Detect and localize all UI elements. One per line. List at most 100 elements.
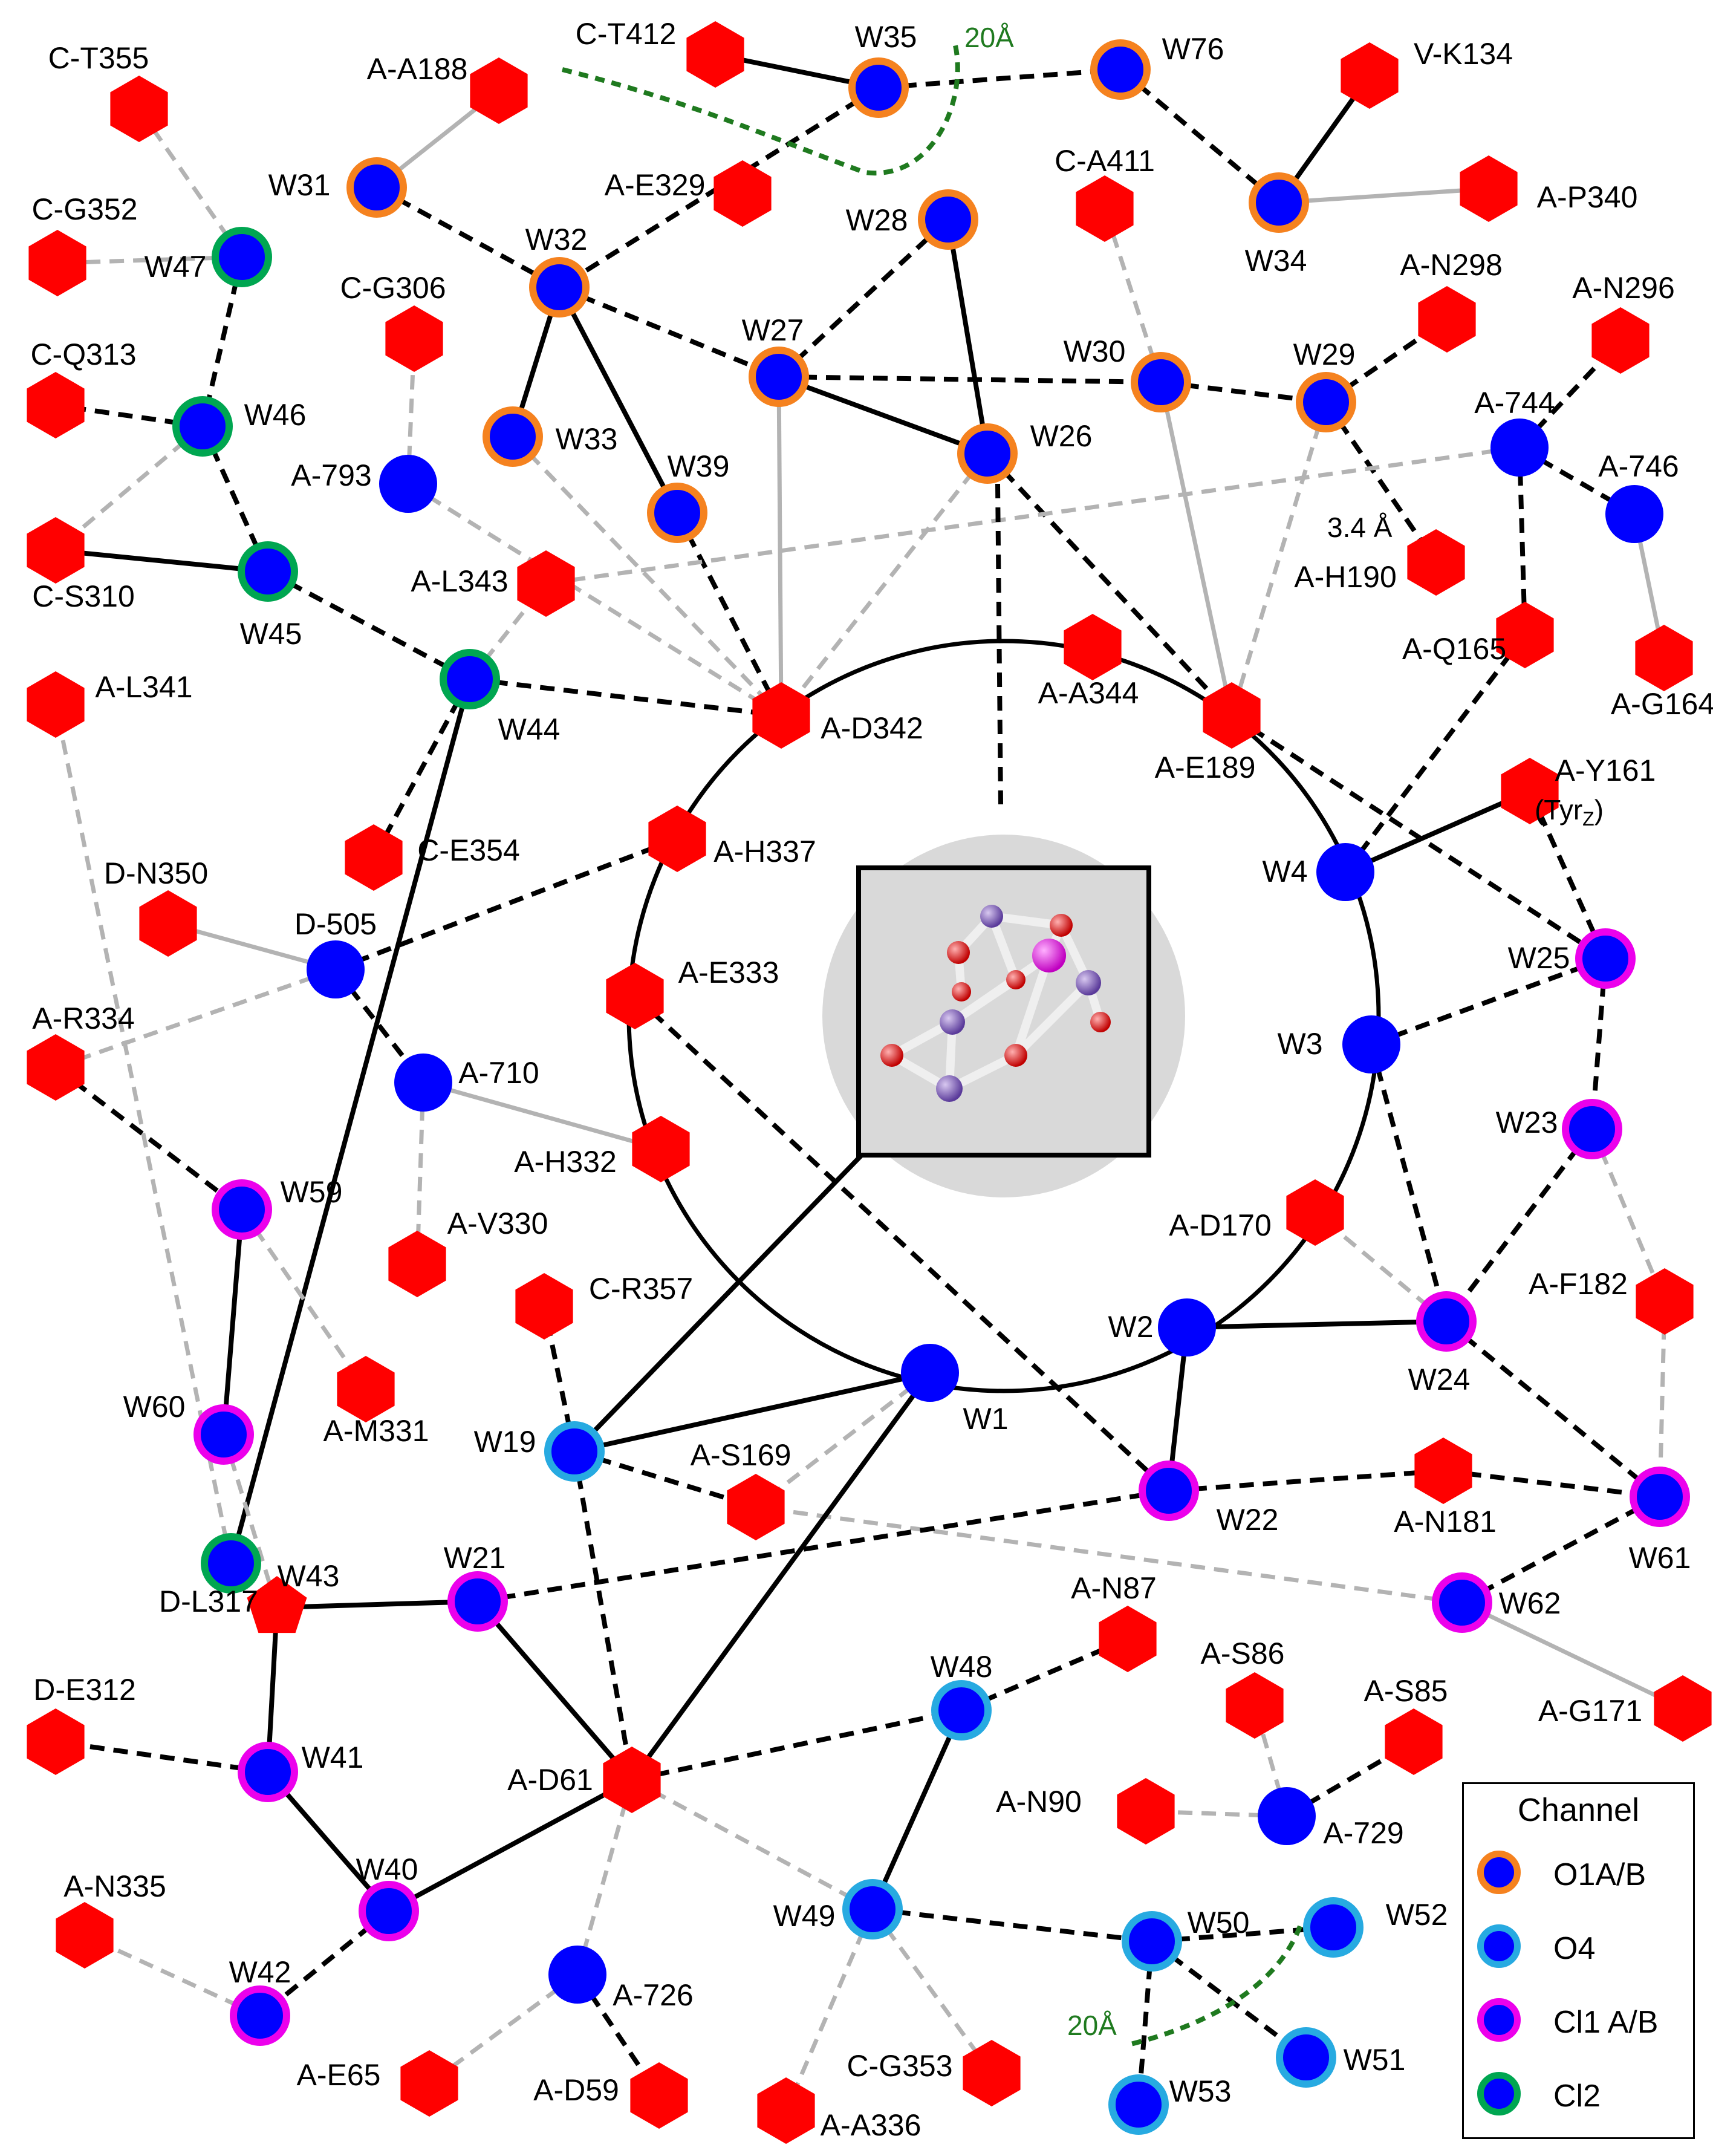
node-label-w21: W21: [444, 1541, 506, 1575]
connection-w28-w26: [946, 219, 990, 454]
residue-c-g352: [28, 230, 86, 296]
node-label-a-726: A-726: [613, 1978, 693, 2012]
node-label-w76: W76: [1162, 32, 1224, 66]
connection-w32-w39: [557, 286, 680, 514]
node-label-c-t355: C-T355: [48, 41, 149, 75]
water-w52: [1303, 1897, 1364, 1958]
residue-a-h190: [1407, 529, 1465, 596]
water-w25: [1575, 928, 1636, 989]
water-a-710: [394, 1054, 452, 1112]
connection-a-d61-w48: [631, 1708, 962, 1782]
residue-a-v330: [388, 1231, 446, 1297]
node-label-a-d342: A-D342: [821, 711, 923, 745]
node-label-w35: W35: [855, 20, 917, 54]
legend-label: O4: [1553, 1931, 1596, 1966]
connection-w62-a-g171: [1461, 1600, 1684, 1711]
water-w28: [918, 189, 978, 250]
node-label-w25: W25: [1508, 941, 1570, 975]
water-w41: [238, 1742, 298, 1802]
connection-w27-a-d342: [776, 376, 784, 716]
node-label-c-r357: C-R357: [589, 1272, 693, 1306]
connection-w76-w34: [1119, 67, 1281, 205]
node-label-d-l317: D-L317: [159, 1584, 258, 1618]
o-atom: [947, 941, 970, 964]
water-w29: [1296, 372, 1356, 432]
residue-a-p340: [1460, 155, 1518, 222]
water-a-729: [1258, 1787, 1316, 1845]
connection-w44-c-e354: [371, 678, 472, 859]
node-label-w34: W34: [1245, 244, 1307, 278]
residue-a-n335: [56, 1902, 114, 1969]
o-atom: [1006, 970, 1026, 989]
connection-w35-w32: [557, 85, 880, 290]
residue-a-d59: [630, 2062, 688, 2129]
connection-w59-a-m331: [240, 1208, 368, 1390]
node-label-a-744: A-744: [1474, 386, 1555, 420]
node-label-d-e312: D-E312: [33, 1673, 136, 1707]
water-w46: [172, 396, 233, 457]
connection-w41-d-e312: [55, 1739, 268, 1774]
residue-a-f182: [1636, 1268, 1694, 1335]
residue-a-e65: [400, 2050, 458, 2117]
node-label-a-e333: A-E333: [678, 956, 779, 989]
water-w53: [1108, 2074, 1169, 2135]
residue-c-t355: [110, 76, 168, 142]
node-label-w3: W3: [1278, 1027, 1323, 1061]
node-label-w24: W24: [1408, 1363, 1471, 1396]
node-label-a-s86: A-S86: [1201, 1637, 1285, 1670]
node-label-v-k134: V-K134: [1414, 37, 1513, 71]
residue-a-h332: [632, 1116, 690, 1182]
node-label-a-e189: A-E189: [1155, 751, 1256, 784]
residue-a-g164: [1635, 625, 1693, 691]
cluster-frame: [856, 865, 1151, 1158]
o-atom: [880, 1044, 903, 1067]
water-nodes: [172, 39, 1690, 2135]
mn4cao5-cluster: [856, 865, 1151, 1158]
residue-a-l341: [27, 671, 85, 738]
node-label-a-n298: A-N298: [1400, 248, 1503, 282]
legend-item-cl1: Cl1 A/B: [1477, 1986, 1686, 2053]
connection-w46-c-s310: [54, 425, 204, 552]
water-w47: [212, 227, 272, 287]
connection-w45-w44: [267, 569, 471, 682]
node-label-a-r334: A-R334: [32, 1001, 135, 1035]
connection-w19-w1: [574, 1370, 931, 1454]
node-label-w48: W48: [931, 1650, 993, 1684]
residue-a-s169: [727, 1474, 785, 1540]
connection-a-793-a-d342: [407, 482, 782, 717]
node-label-c-e354: C-E354: [417, 833, 520, 867]
residue-a-a336: [757, 2077, 815, 2144]
connection-a-q165-w4: [1343, 633, 1527, 874]
connection-w39-a-d342: [675, 512, 784, 717]
connection-w24-w2: [1186, 1319, 1447, 1330]
legend-item-cl2: Cl2: [1477, 2060, 1686, 2126]
mn-atom: [980, 905, 1003, 928]
node-label-w60: W60: [123, 1390, 186, 1424]
connection-w3-w25: [1370, 956, 1607, 1047]
node-label-w61: W61: [1629, 1541, 1691, 1575]
node-label-a-n87: A-N87: [1071, 1571, 1157, 1605]
node-label-c-g352: C-G352: [31, 192, 137, 226]
node-label-c-q313: C-Q313: [30, 337, 136, 371]
water-w30: [1131, 352, 1191, 412]
legend-label: Cl2: [1553, 2079, 1601, 2114]
connection-a-d61-w49: [631, 1777, 874, 1912]
water-a-746: [1605, 485, 1663, 543]
connection-w47-c-g352: [57, 255, 242, 265]
residue-c-q313: [27, 372, 85, 438]
water-w33: [483, 406, 543, 467]
node-label-a-s85: A-S85: [1364, 1674, 1448, 1708]
node-label-w53: W53: [1169, 2074, 1232, 2108]
water-w4: [1316, 843, 1374, 901]
connection-w44-w43: [229, 678, 472, 1565]
node-label-a-m331: A-M331: [323, 1414, 429, 1448]
node-label-d-n350: D-N350: [104, 856, 208, 890]
node-label-a-746: A-746: [1598, 449, 1679, 483]
connection-w33-a-d342: [511, 435, 783, 717]
connection-w3-w24: [1369, 1043, 1449, 1323]
residue-v-k134: [1341, 42, 1399, 109]
connection-w27-w26: [778, 374, 989, 456]
node-label-a-p340: A-P340: [1537, 180, 1638, 214]
